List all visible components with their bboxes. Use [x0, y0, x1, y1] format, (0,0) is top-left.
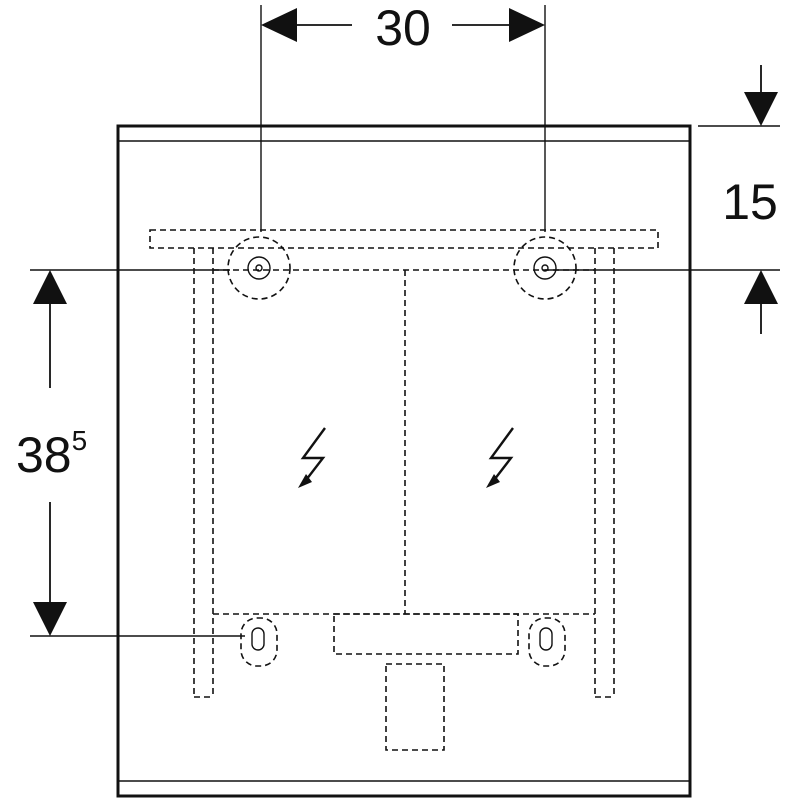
- arrow-left-icon: [261, 8, 297, 42]
- keyhole-slot-left: [240, 617, 278, 667]
- mounting-hole-right: [513, 236, 577, 300]
- cabinet-outline: [116, 124, 692, 798]
- arrow-down-icon: [744, 92, 778, 126]
- dimension-label-left: 385: [16, 425, 87, 483]
- dimension-top-width: 30: [260, 0, 546, 232]
- lightning-bolt-icon: [486, 427, 514, 488]
- dimension-label-top: 30: [375, 0, 431, 56]
- dimension-right-height: 15: [545, 65, 780, 334]
- lightning-bolt-icon: [298, 427, 326, 488]
- arrow-up-icon: [33, 270, 67, 304]
- keyhole-slot-right: [528, 617, 566, 667]
- arrow-up-icon: [744, 270, 778, 304]
- mounting-hole-left: [227, 236, 291, 300]
- dimension-label-right: 15: [722, 174, 778, 230]
- arrow-down-icon: [33, 602, 67, 636]
- dimension-left-height: 385: [16, 269, 245, 637]
- arrow-right-icon: [509, 8, 545, 42]
- hidden-mounting-frame: [149, 229, 659, 751]
